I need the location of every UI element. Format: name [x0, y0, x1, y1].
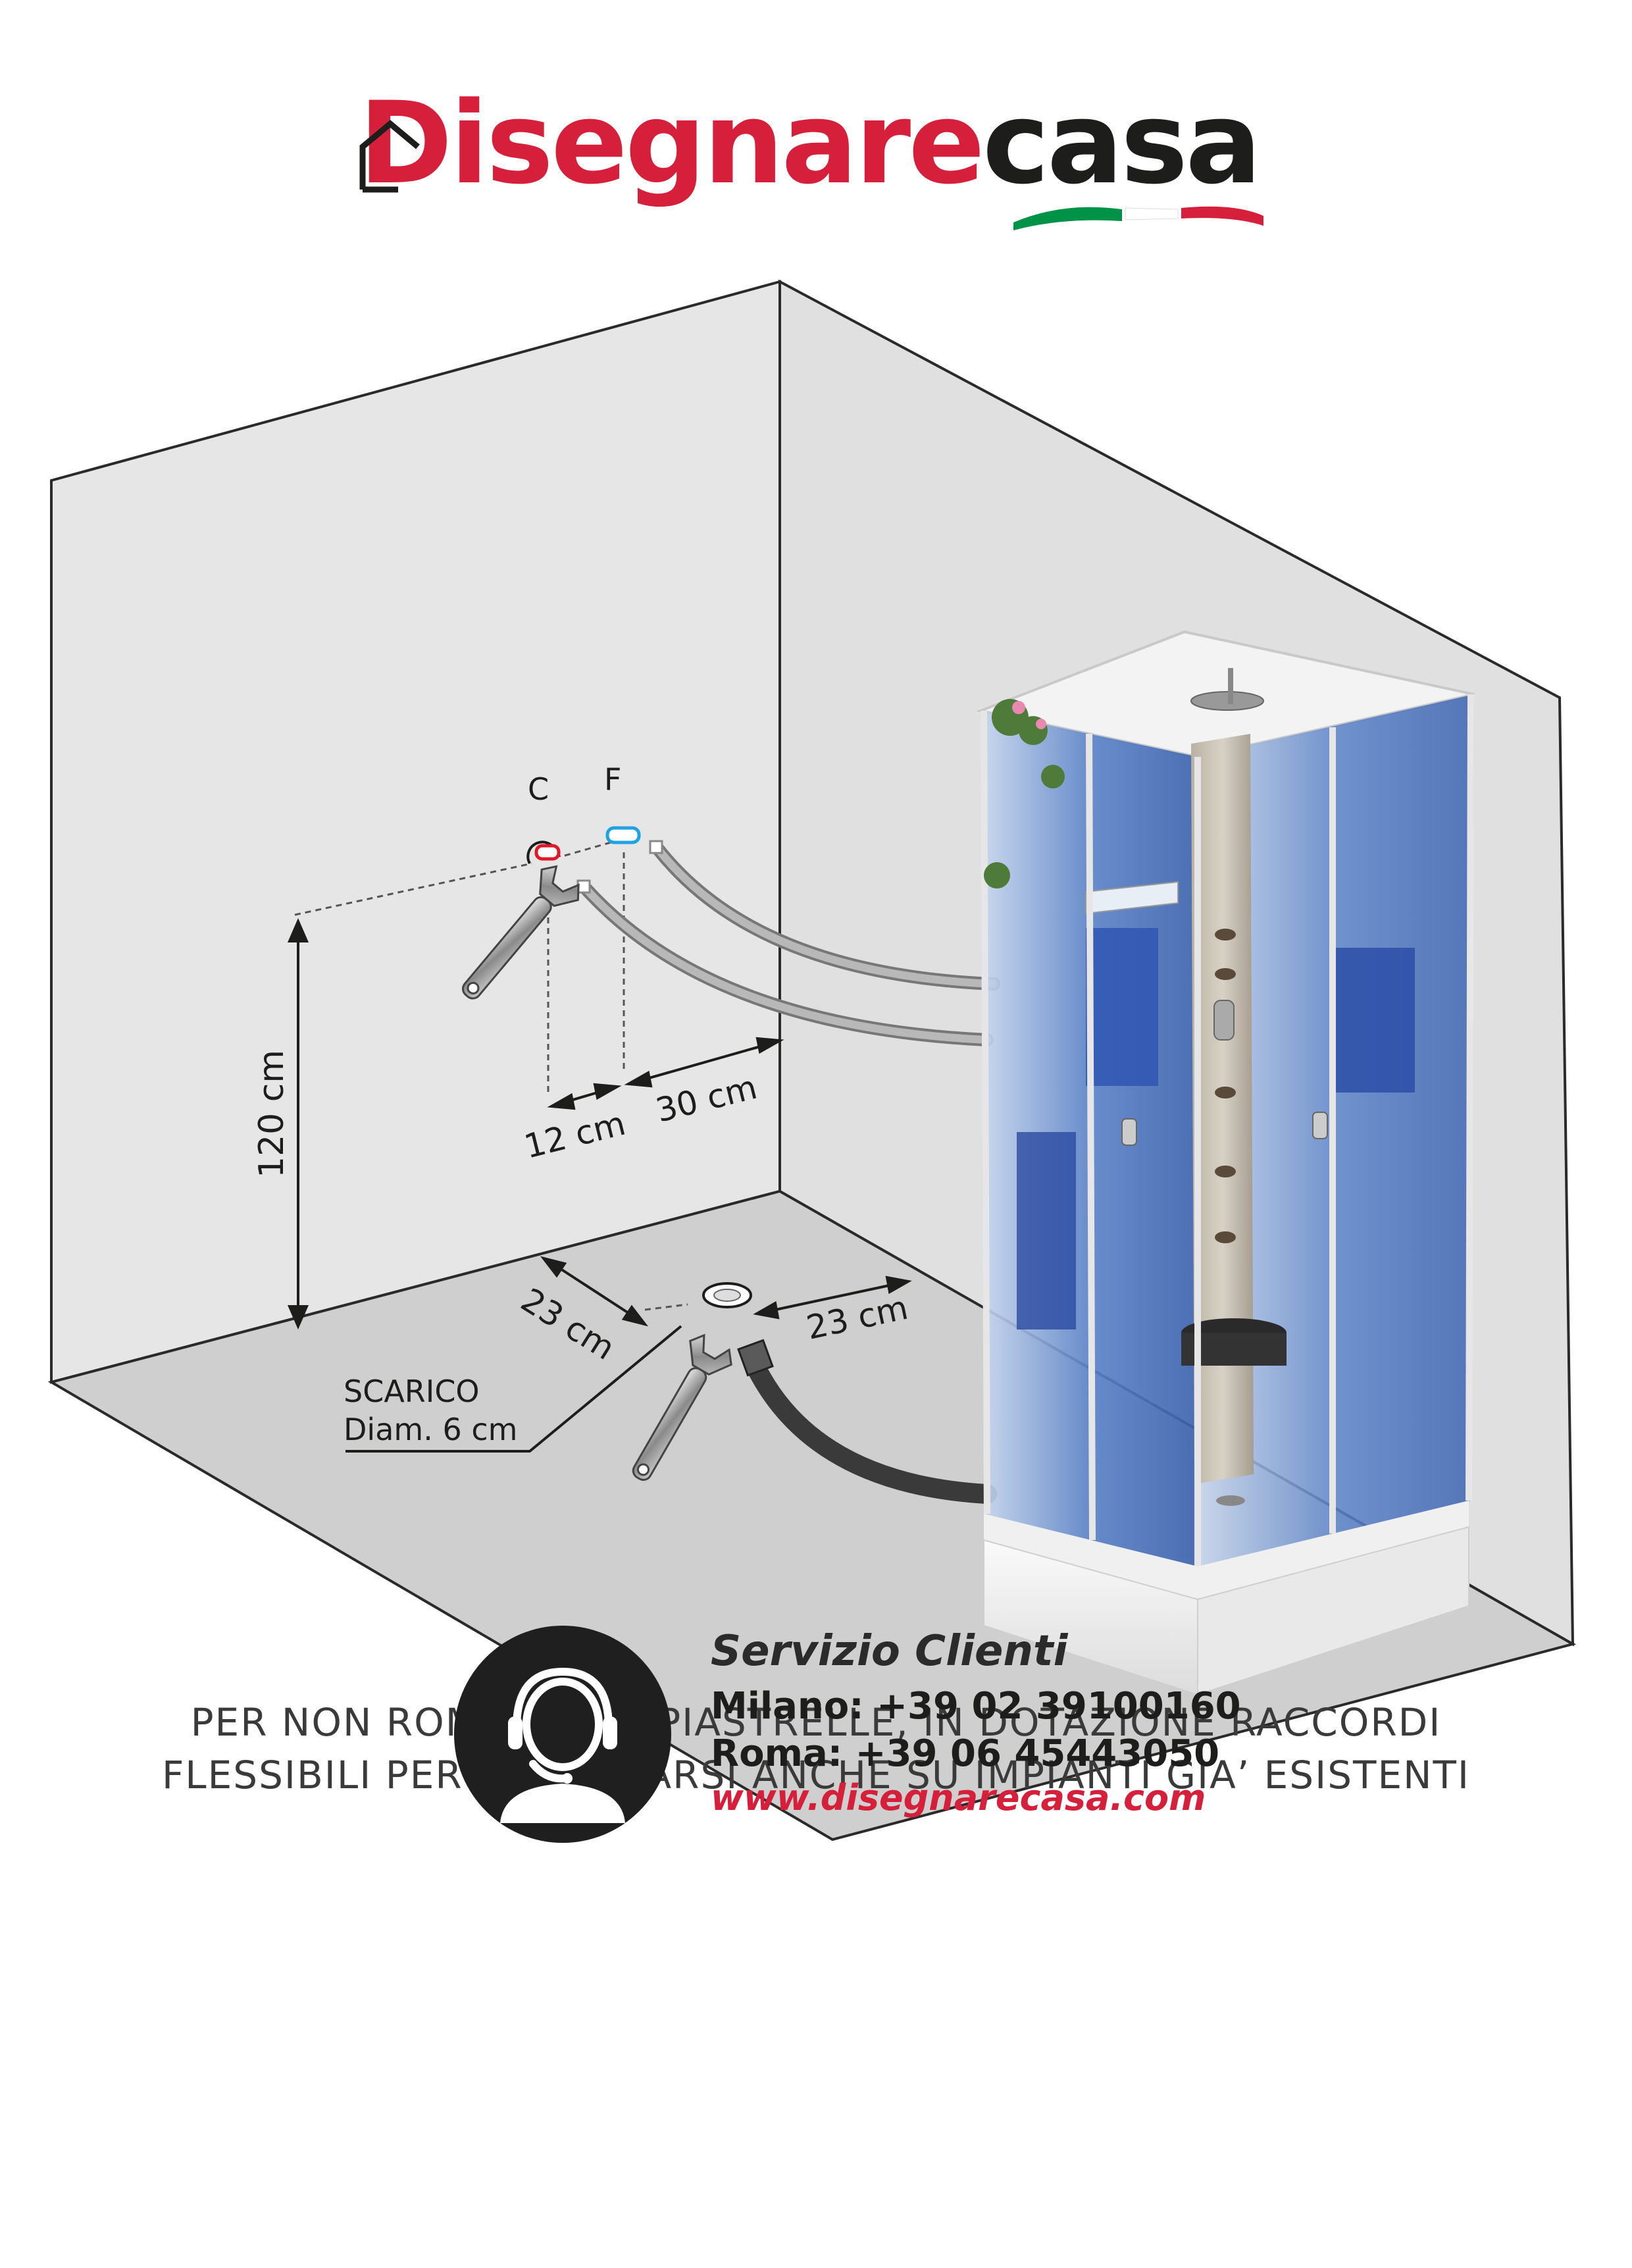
flag-stripe: [1013, 206, 1263, 230]
hot-water-label: C: [528, 771, 549, 807]
flexible-hoses: [576, 840, 1000, 1046]
customer-support-headset-icon: [454, 1626, 671, 1843]
brand-wordmark: Disegnarecasa: [359, 77, 1262, 209]
support-phone-milano[interactable]: Milano: +39 02 39100160: [711, 1685, 1241, 1728]
wrench-icon: [461, 865, 580, 1000]
support-website-link[interactable]: www.disegnarecasa.com: [711, 1777, 1206, 1818]
dimension-12-30: [547, 1037, 784, 1110]
dimension-height-label: 120 cm: [252, 1050, 292, 1178]
brand-logo: Disegnarecasa: [359, 78, 1280, 242]
note-line-1: PER NON ROMPERE LE PIASTRELLE, IN DOTAZI…: [190, 1700, 1442, 1745]
dimension-drain: [540, 1256, 912, 1327]
brand-name-part1: Disegnare: [359, 77, 985, 209]
brand-name-part2: casa: [982, 77, 1262, 209]
house-icon: [359, 120, 420, 193]
drain-label-line1: SCARICO: [344, 1374, 480, 1409]
drain-hose: [737, 1339, 997, 1504]
hot-inlet-icon: [526, 840, 561, 864]
wrench-icon-drain: [632, 1333, 732, 1481]
cold-inlet-icon: [605, 826, 641, 844]
installation-diagram: 120 cm 12 cm 30 cm 23 cm 23 cm SCARICO D…: [47, 279, 1577, 1842]
shower-cabin: [976, 630, 1475, 1696]
dimension-height: [287, 917, 309, 1330]
support-title: Servizio Clienti: [711, 1627, 1068, 1676]
drain-icon: [702, 1282, 752, 1308]
drain-callout-leader: [345, 1325, 682, 1453]
drain-label-line2: Diam. 6 cm: [344, 1412, 517, 1447]
cold-water-label: F: [604, 761, 621, 797]
left-wall: [50, 280, 781, 1384]
support-phone-roma[interactable]: Roma: +39 06 45443050: [711, 1732, 1220, 1775]
brand-logo-graphics: [359, 120, 1263, 230]
note-line-2: FLESSIBILI PER ALLACCIARSI ANCHE SU IMPI…: [161, 1753, 1471, 1797]
